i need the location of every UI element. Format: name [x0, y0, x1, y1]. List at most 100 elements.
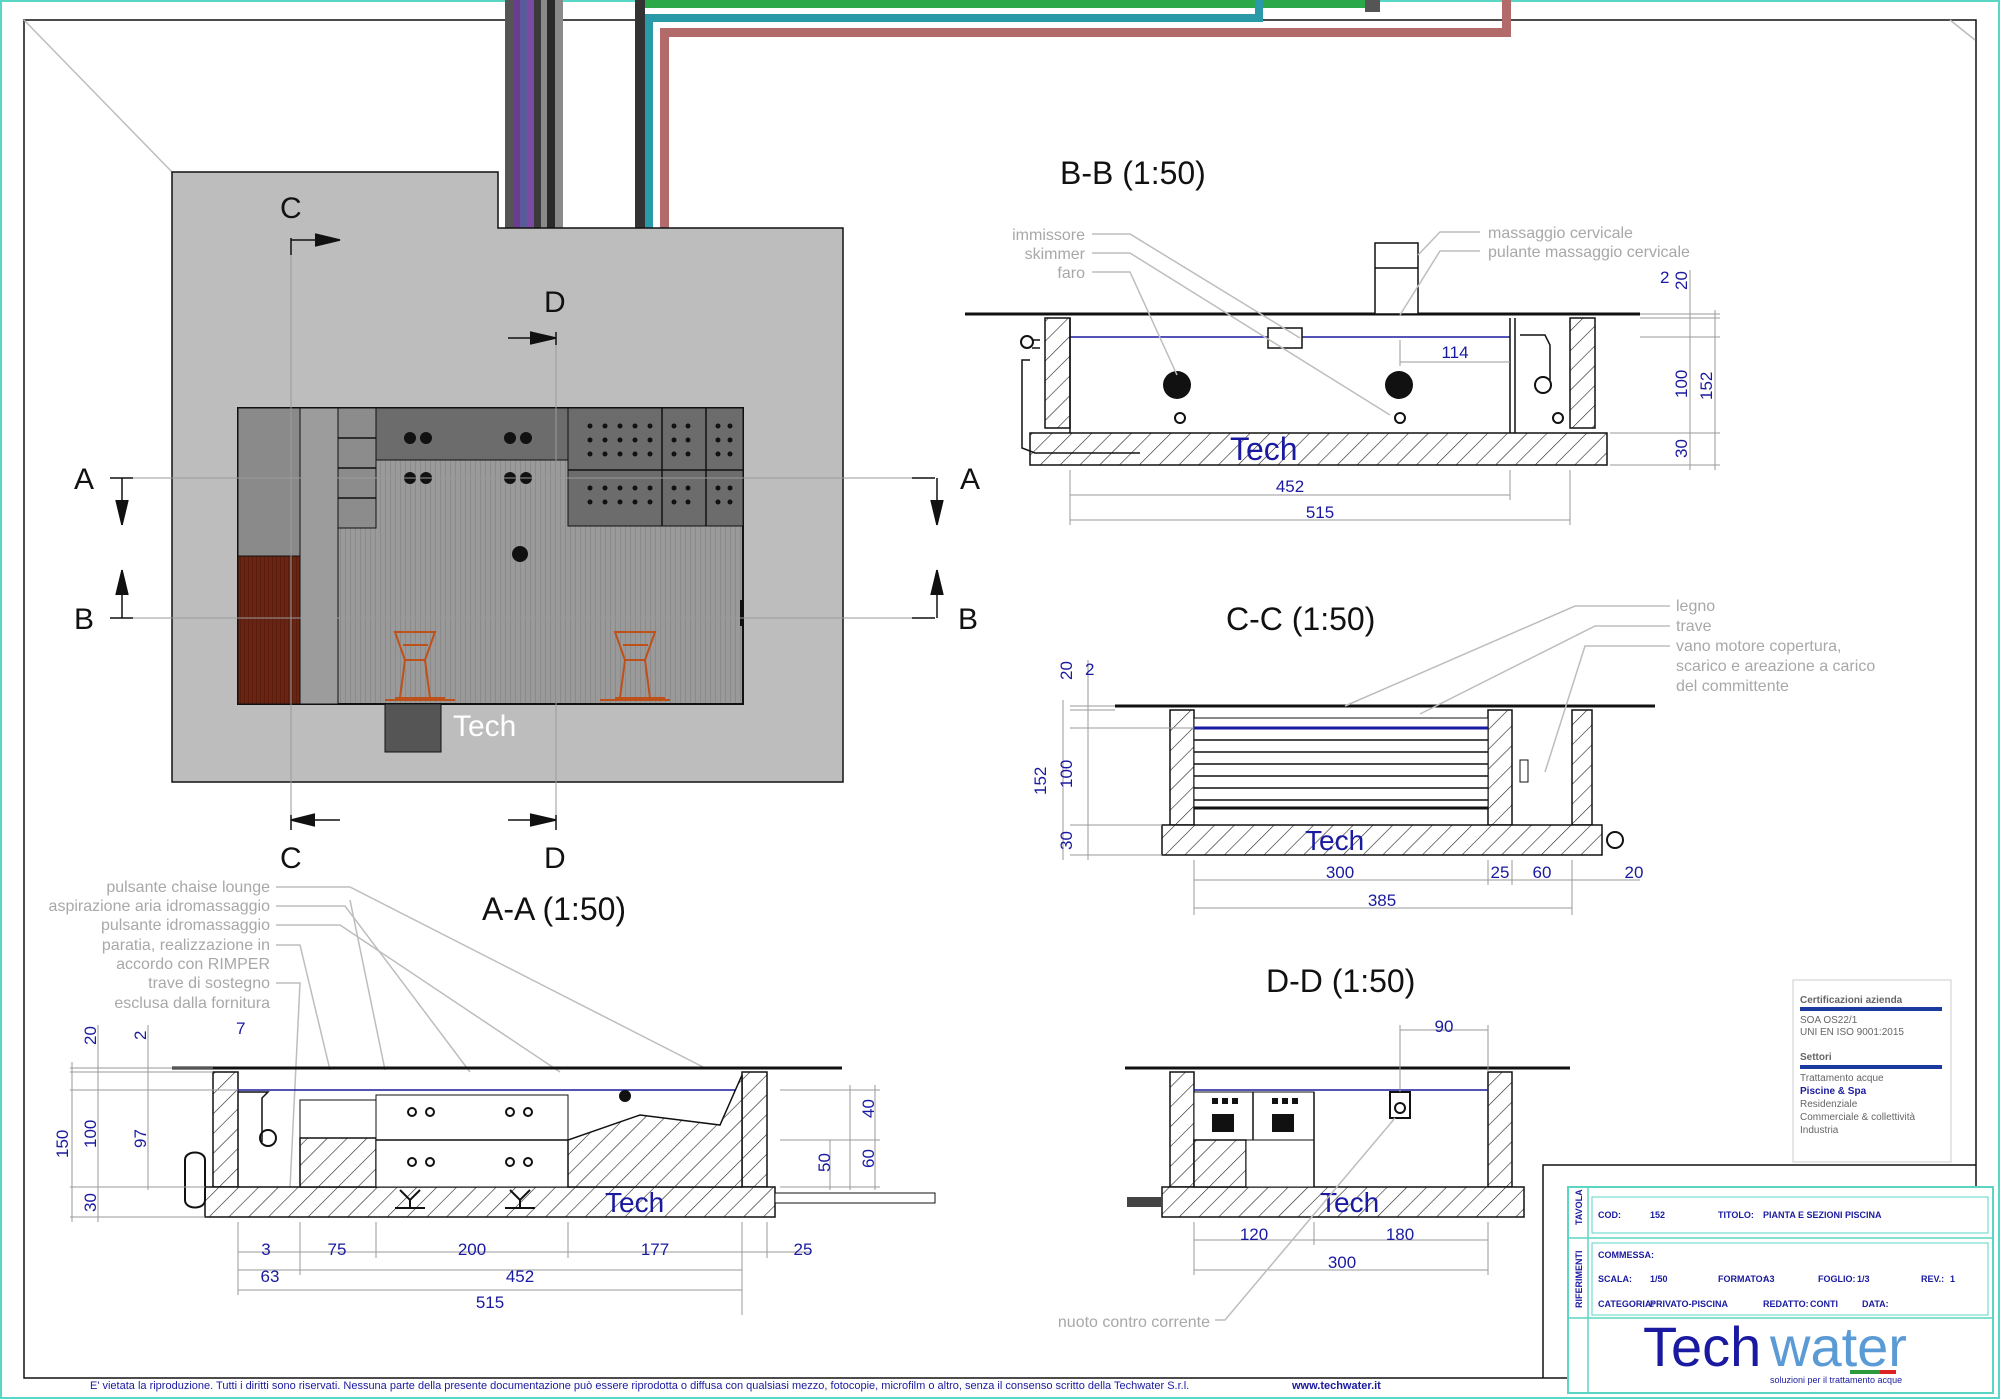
- pool-plan: Tech A A B B C C D D: [74, 0, 1511, 875]
- aa-note-2: pulsante idromassaggio: [101, 917, 270, 934]
- tb-categoria-label: CATEGORIA:: [1598, 1299, 1654, 1309]
- section-bb-title: B-B (1:50): [1060, 155, 1206, 191]
- bb-note-massaggio: massaggio cervicale: [1488, 225, 1633, 242]
- aa-note-6: esclusa dalla fornitura: [114, 995, 270, 1012]
- marker-b-right: B: [958, 603, 978, 636]
- bb-watermark: Tech: [1230, 431, 1298, 467]
- cc-dim-25: 25: [1491, 863, 1510, 882]
- bb-dim-515: 515: [1306, 503, 1334, 522]
- cc-dim-2: 2: [1085, 660, 1094, 679]
- dd-note: nuoto contro corrente: [1058, 1314, 1210, 1331]
- bb-dim-100: 100: [1672, 370, 1691, 398]
- tb-formato: A3: [1763, 1274, 1775, 1284]
- section-cc: C-C (1:50) Tech legno trave vano motore …: [1031, 598, 1875, 915]
- cc-dim-152: 152: [1031, 767, 1050, 795]
- tb-rev-label: REV.:: [1921, 1274, 1944, 1284]
- jet-panel: [567, 407, 744, 527]
- jet-dots: [404, 423, 733, 562]
- bb-note-skimmer: skimmer: [1025, 246, 1086, 263]
- cc-dim-385: 385: [1368, 891, 1396, 910]
- aa-watermark: Tech: [605, 1187, 664, 1218]
- cc-dim-300: 300: [1326, 863, 1354, 882]
- aa-dim-200: 200: [458, 1240, 486, 1259]
- aa-dim-40: 40: [859, 1099, 878, 1118]
- tb-tavola: TAVOLA: [1574, 1189, 1584, 1225]
- chaise-lounge-left: [385, 631, 455, 701]
- dd-watermark: Tech: [1320, 1187, 1379, 1218]
- aa-dim-150: 150: [53, 1130, 72, 1158]
- plan-watermark: Tech: [453, 710, 516, 743]
- cert-item-1: UNI EN ISO 9001:2015: [1800, 1027, 1904, 1038]
- aa-dim-177: 177: [641, 1240, 669, 1259]
- footer-disclaimer: E' vietata la riproduzione. Tutti i diri…: [90, 1380, 1189, 1392]
- aa-dim-20: 20: [81, 1026, 100, 1045]
- aa-dim-3: 3: [261, 1240, 270, 1259]
- wood-deck: [237, 555, 301, 705]
- cc-dim-20b: 20: [1625, 863, 1644, 882]
- aa-dim-30: 30: [81, 1193, 100, 1212]
- bb-dim-114: 114: [1441, 343, 1468, 362]
- tb-titolo: PIANTA E SEZIONI PISCINA: [1763, 1210, 1882, 1220]
- chaise-lounge-right: [600, 631, 670, 701]
- aa-dim-97: 97: [131, 1129, 150, 1148]
- section-cc-title: C-C (1:50): [1226, 601, 1375, 637]
- cc-note-vano2: scarico e areazione a carico: [1676, 658, 1875, 675]
- aa-dim-515: 515: [476, 1293, 504, 1312]
- marker-d-top: D: [544, 286, 566, 319]
- cc-dim-30: 30: [1057, 831, 1076, 850]
- techwater-logo: Tech water soluzioni per il trattamento …: [1643, 1315, 1907, 1385]
- section-dd-title: D-D (1:50): [1266, 963, 1415, 999]
- sector-0: Trattamento acque: [1800, 1073, 1884, 1084]
- aa-dim-2: 2: [131, 1031, 150, 1040]
- cc-dim-60: 60: [1533, 863, 1552, 882]
- tb-categoria: PRIVATO-PISCINA: [1650, 1299, 1729, 1309]
- dd-dim-120: 120: [1240, 1225, 1268, 1244]
- tb-scala: 1/50: [1650, 1274, 1668, 1284]
- cert-item-0: SOA OS22/1: [1800, 1015, 1858, 1026]
- tb-formato-label: FORMATO:: [1718, 1274, 1766, 1284]
- cc-note-vano1: vano motore copertura,: [1676, 638, 1841, 655]
- aa-dim-100: 100: [81, 1120, 100, 1148]
- tb-rev: 1: [1950, 1274, 1955, 1284]
- bb-dim-152: 152: [1697, 372, 1716, 400]
- dd-dim-90: 90: [1435, 1017, 1454, 1036]
- sector-2: Residenziale: [1800, 1099, 1858, 1110]
- marker-c-top: C: [280, 192, 302, 225]
- cc-watermark: Tech: [1305, 825, 1364, 856]
- bb-note-immissore: immissore: [1012, 227, 1085, 244]
- sector-1: Piscine & Spa: [1800, 1086, 1867, 1097]
- tb-foglio: 1/3: [1857, 1274, 1870, 1284]
- bb-dim-20: 20: [1672, 271, 1691, 290]
- aa-note-3: paratia, realizzazione in: [102, 937, 270, 954]
- marker-a-left: A: [74, 463, 94, 496]
- bb-note-pulsante: pulante massaggio cervicale: [1488, 244, 1690, 261]
- pipe-bundle: [505, 0, 1511, 228]
- cc-note-vano3: del committente: [1676, 678, 1789, 695]
- tb-cod-label: COD:: [1598, 1210, 1621, 1220]
- bb-dim-2: 2: [1660, 268, 1669, 287]
- marker-a-right: A: [960, 463, 980, 496]
- sectors-title: Settori: [1800, 1052, 1832, 1063]
- dd-dim-180: 180: [1386, 1225, 1414, 1244]
- tb-redatto: CONTI: [1810, 1299, 1838, 1309]
- tb-redatto-label: REDATTO:: [1763, 1299, 1809, 1309]
- tb-foglio-label: FOGLIO:: [1818, 1274, 1856, 1284]
- section-aa-title: A-A (1:50): [482, 891, 626, 927]
- cc-note-trave: trave: [1676, 618, 1712, 635]
- marker-b-left: B: [74, 603, 94, 636]
- bb-dim-452: 452: [1276, 477, 1304, 496]
- pump-box: [384, 703, 442, 753]
- logo-tech: Tech: [1643, 1315, 1761, 1378]
- tb-cod: 152: [1650, 1210, 1665, 1220]
- aa-dim-75: 75: [328, 1240, 347, 1259]
- aa-dim-25: 25: [794, 1240, 813, 1259]
- footer-url[interactable]: www.techwater.it: [1291, 1380, 1381, 1392]
- sector-3: Commerciale & collettività: [1800, 1112, 1915, 1123]
- section-dd: D-D (1:50) Tech 90 120: [1058, 963, 1570, 1331]
- section-bb: B-B (1:50) Tech immissore skimmer faro m…: [965, 155, 1720, 525]
- tb-riferimenti: RIFERIMENTI: [1574, 1251, 1584, 1309]
- marker-c-bottom: C: [280, 842, 302, 875]
- aa-note-4: accordo con RIMPER: [116, 956, 270, 973]
- bb-note-faro: faro: [1057, 265, 1085, 282]
